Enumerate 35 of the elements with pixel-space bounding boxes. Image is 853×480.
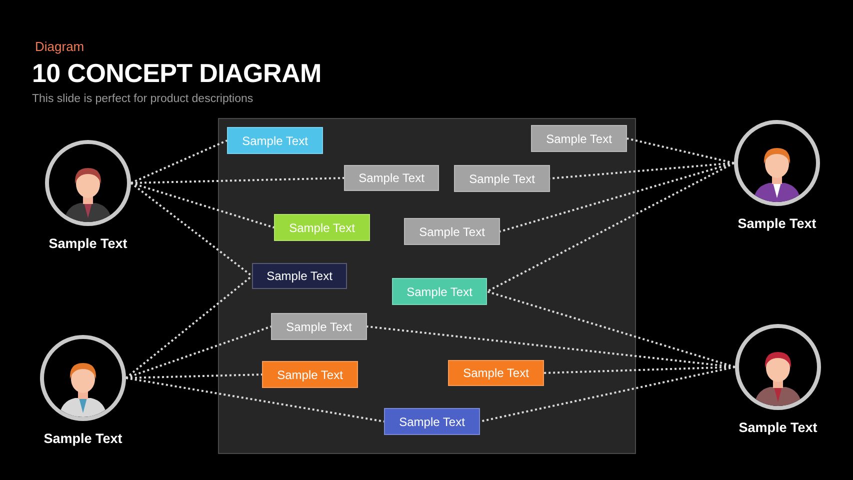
dotted-connector — [130, 140, 228, 184]
dotted-connector — [125, 275, 253, 379]
dotted-connector — [500, 162, 734, 232]
person-label: Sample Text — [738, 420, 818, 435]
concept-box: Sample Text — [262, 361, 358, 388]
slide-title: 10 CONCEPT DIAGRAM — [32, 58, 322, 89]
dotted-connector — [130, 177, 344, 184]
concept-box: Sample Text — [271, 313, 367, 340]
concept-box: Sample Text — [454, 165, 550, 192]
person-label: Sample Text — [44, 431, 122, 446]
dotted-connector — [130, 182, 253, 277]
concept-box: Sample Text — [404, 218, 500, 245]
concept-box: Sample Text — [227, 127, 323, 154]
content-panel — [218, 118, 636, 454]
dotted-connector — [126, 326, 272, 379]
concept-box: Sample Text — [531, 125, 627, 152]
dotted-connector — [480, 366, 736, 422]
dotted-connector — [486, 290, 736, 368]
dotted-connector — [486, 162, 734, 292]
concept-box: Sample Text — [384, 408, 480, 435]
dotted-connector — [130, 182, 274, 228]
dotted-connector — [126, 377, 384, 422]
dotted-connector — [126, 374, 262, 379]
concept-box: Sample Text — [344, 165, 439, 191]
dotted-connector — [626, 138, 734, 164]
concept-box: Sample Text — [448, 360, 544, 386]
person-label: Sample Text — [48, 236, 128, 251]
dotted-connector — [550, 162, 734, 180]
person-label: Sample Text — [738, 216, 816, 231]
concept-box: Sample Text — [274, 214, 370, 241]
concept-box: Sample Text — [252, 263, 347, 289]
concept-box: Sample Text — [392, 278, 487, 305]
dotted-connector — [544, 366, 736, 374]
kicker-text: Diagram — [35, 39, 84, 54]
subtitle-text: This slide is perfect for product descriptions — [32, 93, 254, 105]
